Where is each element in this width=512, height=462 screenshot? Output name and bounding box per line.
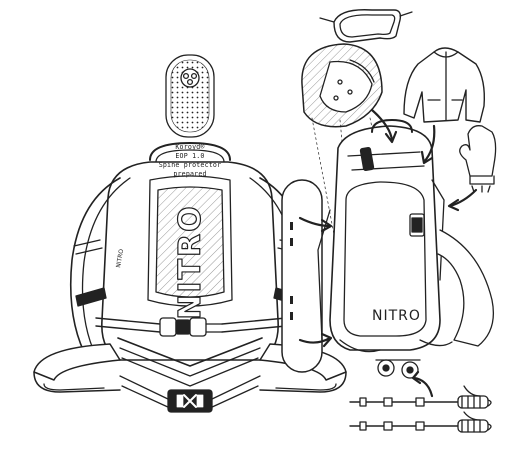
protector-label-line1: Koroyd® [175, 143, 205, 151]
protector-label-line2: EOP 1.0 [175, 152, 205, 160]
poles-icon [349, 385, 492, 433]
spine-protector-label: Koroyd® EOP 1.0 Spine protector prepared [150, 143, 230, 179]
front-logo: NITRO [372, 308, 421, 324]
jacket-icon [403, 47, 486, 123]
back-logo: NITRO [173, 204, 208, 319]
helmet-icon [301, 43, 383, 128]
attachment-arrows [298, 108, 478, 398]
protector-label-line4: prepared [173, 170, 207, 178]
svg-text:NITRO: NITRO [115, 248, 125, 268]
goggles-icon [319, 9, 413, 43]
snowboard-icon [281, 179, 323, 373]
spine-protector-icon [165, 54, 215, 138]
backpack-front-view: NITRO [281, 9, 497, 433]
mitten-icon [459, 125, 497, 193]
protector-label-line3: Spine protector [158, 161, 222, 169]
